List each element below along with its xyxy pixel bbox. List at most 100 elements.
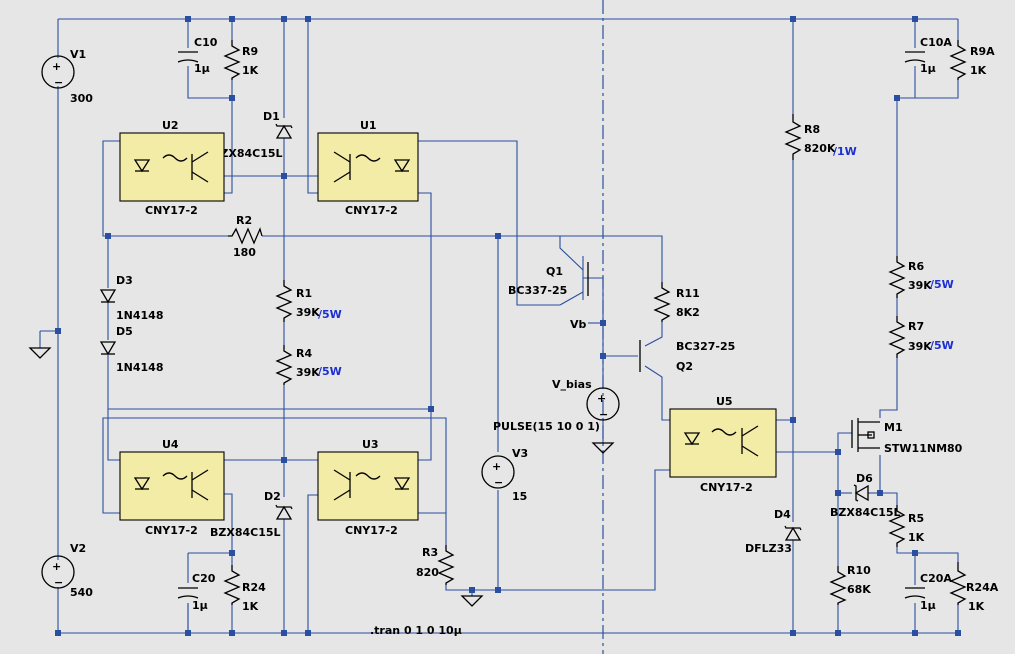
r24a-value: 1K <box>968 600 985 613</box>
r9-resistor[interactable]: R9 1K <box>223 40 259 80</box>
c20-capacitor[interactable]: C20 1µ <box>177 572 216 612</box>
d2-name: D2 <box>264 490 281 503</box>
u2-name: U2 <box>162 119 179 132</box>
r6-value: 39K <box>908 279 932 292</box>
v2-source[interactable]: + − V2 540 <box>41 542 93 599</box>
vbias-name: V_bias <box>552 378 592 391</box>
r10-resistor[interactable]: R10 68K <box>829 564 871 605</box>
u4-name: U4 <box>162 438 179 451</box>
ground-symbol <box>28 347 52 359</box>
r2-resistor[interactable]: R2 180 <box>228 214 263 259</box>
r3-resistor[interactable]: R3 820 <box>416 545 455 585</box>
r3-value: 820 <box>416 566 439 579</box>
r24-resistor[interactable]: R24 1K <box>223 565 266 613</box>
u3-name: U3 <box>362 438 379 451</box>
d2-zener[interactable]: D2 BZX84C15L <box>210 490 293 539</box>
d6-zener[interactable]: D6 BZX84C15L <box>830 472 901 519</box>
d1-name: D1 <box>263 110 280 123</box>
q1-transistor[interactable]: Q1 BC337-25 <box>508 262 589 297</box>
u2-value: CNY17-2 <box>145 204 198 217</box>
d3-name: D3 <box>116 274 133 287</box>
r5-value: 1K <box>908 531 925 544</box>
junction-dots <box>55 16 961 636</box>
r4-value: 39K <box>296 366 320 379</box>
r24a-resistor[interactable]: R24A 1K <box>949 562 999 613</box>
d3-value: 1N4148 <box>116 309 163 322</box>
svg-text:+: + <box>492 460 501 473</box>
d4-zener[interactable]: D4 DFLZ33 <box>745 508 802 555</box>
v1-name: V1 <box>70 48 86 61</box>
v2-name: V2 <box>70 542 86 555</box>
svg-text:+: + <box>52 60 61 73</box>
c10-capacitor[interactable]: C10 1µ <box>177 36 218 75</box>
q2-value: BC327-25 <box>676 340 735 353</box>
u5-optocoupler[interactable]: U5 CNY17-2 <box>669 395 777 494</box>
r8-value: 820K <box>804 142 836 155</box>
d5-diode[interactable]: D5 1N4148 <box>99 325 163 374</box>
d1-zener[interactable]: D1 BZX84C15L <box>212 110 293 160</box>
tran-directive[interactable]: .tran 0 1 0 10µ <box>370 624 462 637</box>
u4-optocoupler[interactable]: U4 CNY17-2 <box>119 438 225 537</box>
u1-name: U1 <box>360 119 377 132</box>
r8-power: /1W <box>833 145 857 158</box>
d6-value: BZX84C15L <box>830 506 901 519</box>
svg-text:+: + <box>597 392 606 405</box>
r6-name: R6 <box>908 260 924 273</box>
r7-name: R7 <box>908 320 924 333</box>
u2-optocoupler[interactable]: U2 CNY17-2 <box>119 119 225 217</box>
r2-name: R2 <box>236 214 252 227</box>
u4-value: CNY17-2 <box>145 524 198 537</box>
r6-power: /5W <box>930 278 954 291</box>
c10-value: 1µ <box>194 62 210 75</box>
vbias-source[interactable]: + − V_bias <box>552 378 620 421</box>
r9-value: 1K <box>242 64 259 77</box>
r7-resistor[interactable]: R7 39K /5W <box>888 316 954 358</box>
d5-value: 1N4148 <box>116 361 163 374</box>
r6-resistor[interactable]: R6 39K /5W <box>888 256 954 298</box>
r11-name: R11 <box>676 287 700 300</box>
d2-value: BZX84C15L <box>210 526 281 539</box>
d4-value: DFLZ33 <box>745 542 792 555</box>
m1-name: M1 <box>884 421 903 434</box>
r10-value: 68K <box>847 583 871 596</box>
v3-name: V3 <box>512 447 528 460</box>
svg-text:−: − <box>54 76 63 89</box>
c10a-value: 1µ <box>920 62 936 75</box>
c10a-capacitor[interactable]: C10A 1µ <box>904 36 952 75</box>
r11-value: 8K2 <box>676 306 700 319</box>
u5-name: U5 <box>716 395 733 408</box>
m1-value: STW11NM80 <box>884 442 963 455</box>
r1-resistor[interactable]: R1 39K /5W <box>275 280 342 322</box>
d4-name: D4 <box>774 508 791 521</box>
q2-name: Q2 <box>676 360 693 373</box>
v2-value: 540 <box>70 586 93 599</box>
m1-mosfet[interactable]: M1 STW11NM80 <box>851 418 963 455</box>
ground-symbol <box>460 595 484 607</box>
u1-value: CNY17-2 <box>345 204 398 217</box>
v3-source[interactable]: + − V3 15 PULSE(15 10 0 1) <box>481 420 600 503</box>
q2-transistor[interactable]: BC327-25 Q2 <box>639 340 735 373</box>
r9-name: R9 <box>242 45 258 58</box>
r2-value: 180 <box>233 246 256 259</box>
r24a-name: R24A <box>966 581 999 594</box>
c20a-capacitor[interactable]: C20A 1µ <box>904 572 952 612</box>
r7-power: /5W <box>930 339 954 352</box>
c10a-name: C10A <box>920 36 952 49</box>
u1-optocoupler[interactable]: U1 CNY17-2 <box>317 119 419 217</box>
r1-name: R1 <box>296 287 312 300</box>
r11-resistor[interactable]: R11 8K2 <box>653 282 700 322</box>
r4-resistor[interactable]: R4 39K /5W <box>275 345 342 385</box>
d3-diode[interactable]: D3 1N4148 <box>99 274 163 322</box>
r5-resistor[interactable]: R5 1K <box>888 505 925 547</box>
r9a-resistor[interactable]: R9A 1K <box>949 40 995 80</box>
u3-optocoupler[interactable]: U3 CNY17-2 <box>317 438 419 537</box>
svg-text:−: − <box>54 576 63 589</box>
v1-source[interactable]: + − V1 300 <box>41 48 93 105</box>
q1-name: Q1 <box>546 265 563 278</box>
ground-symbol <box>591 442 615 454</box>
r8-resistor[interactable]: R8 820K /1W <box>784 114 857 160</box>
r4-name: R4 <box>296 347 312 360</box>
r4-power: /5W <box>318 365 342 378</box>
r9a-value: 1K <box>970 64 987 77</box>
svg-text:−: − <box>599 408 608 421</box>
